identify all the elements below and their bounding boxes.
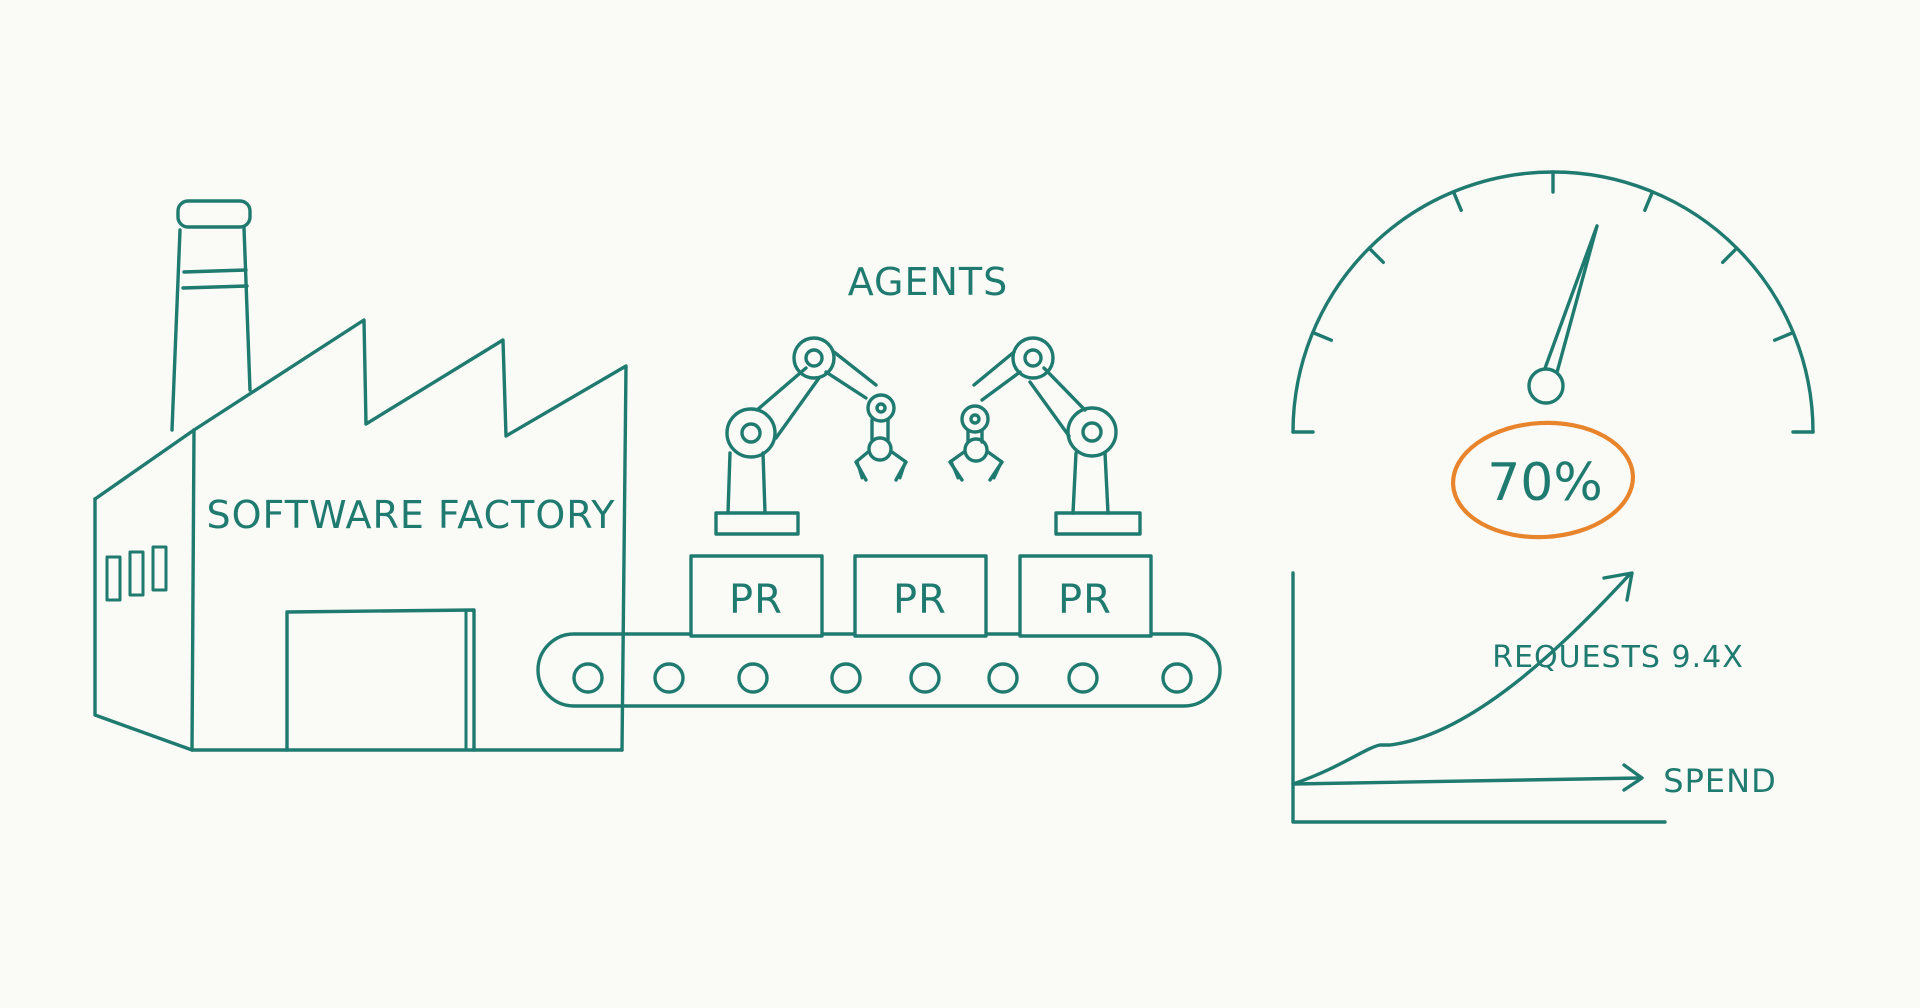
pr-box: PR — [1018, 554, 1153, 638]
agents-label: AGENTS — [848, 260, 1009, 304]
trend-arrow-icon — [1291, 571, 1667, 824]
pr-box: PR — [689, 554, 824, 638]
robot-arm-icon — [714, 336, 908, 536]
gauge-tick — [1367, 246, 1385, 264]
gauge-icon — [1291, 170, 1815, 434]
gauge-tick — [1643, 190, 1655, 212]
factory-icon: SOFTWARE FACTORY — [93, 199, 628, 752]
factory-label: SOFTWARE FACTORY — [207, 493, 616, 537]
gauge-ticks — [1291, 170, 1815, 434]
pr-box: PR — [853, 554, 988, 638]
requests-label: REQUESTS 9.4X — [1492, 640, 1744, 675]
gauge-tick — [1721, 246, 1739, 264]
gauge-value-highlight — [1450, 420, 1636, 540]
gauge-tick — [1773, 330, 1795, 342]
gauge-tick — [1451, 190, 1463, 212]
conveyor-belt-icon — [536, 632, 1222, 708]
spend-label: SPEND — [1663, 762, 1776, 800]
pr-box-label: PR — [893, 577, 947, 623]
gauge-needle — [1537, 224, 1599, 390]
robot-arm-icon — [948, 336, 1142, 536]
pr-box-label: PR — [729, 577, 783, 623]
pr-box-label: PR — [1058, 577, 1112, 623]
gauge-value-label: 70% — [1487, 453, 1603, 513]
gauge-tick — [1311, 330, 1333, 342]
